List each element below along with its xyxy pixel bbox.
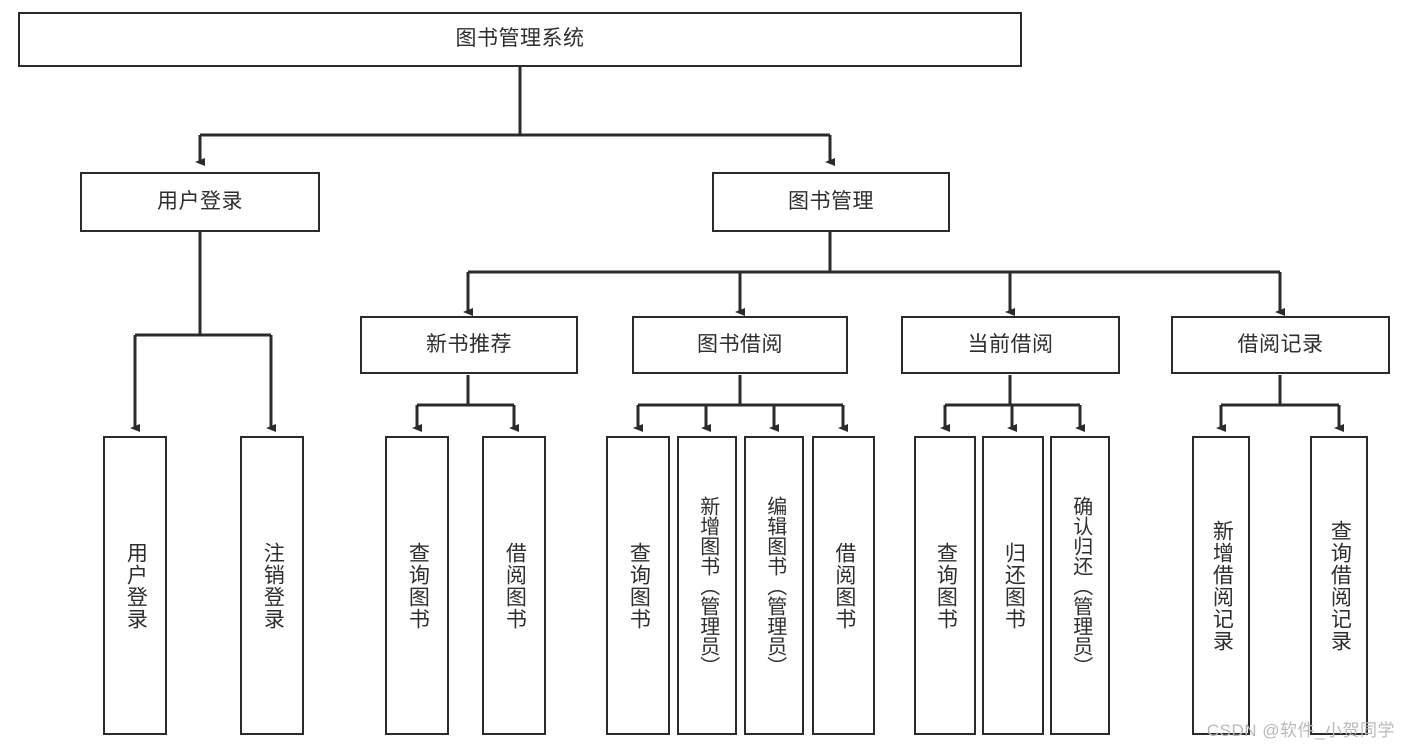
node-book-management[interactable]: 图书管理 bbox=[712, 172, 950, 232]
node-current-borrow[interactable]: 当前借阅 bbox=[901, 316, 1120, 374]
watermark-text: CSDN @软件_小贺同学 bbox=[1206, 721, 1395, 740]
leaf-user-login-signin[interactable]: 用户登录 bbox=[103, 436, 167, 735]
leaf-borrow-borrow-book[interactable]: 借阅图书 bbox=[812, 436, 875, 735]
node-borrow-records[interactable]: 借阅记录 bbox=[1171, 316, 1390, 374]
leaf-borrow-query-book[interactable]: 查询图书 bbox=[606, 436, 670, 735]
leaf-current-return-book[interactable]: 归还图书 bbox=[982, 436, 1044, 735]
node-new-book-recommend[interactable]: 新书推荐 bbox=[360, 316, 578, 374]
leaf-current-query-book[interactable]: 查询图书 bbox=[914, 436, 976, 735]
leaf-new-book-borrow[interactable]: 借阅图书 bbox=[482, 436, 546, 735]
node-root-system[interactable]: 图书管理系统 bbox=[18, 12, 1022, 67]
node-user-login[interactable]: 用户登录 bbox=[80, 172, 320, 232]
leaf-borrow-edit-book-admin[interactable]: 编辑图书（管理员） bbox=[744, 436, 804, 735]
leaf-records-query-record[interactable]: 查询借阅记录 bbox=[1310, 436, 1368, 735]
leaf-user-login-logout[interactable]: 注销登录 bbox=[240, 436, 304, 735]
leaf-borrow-add-book-admin[interactable]: 新增图书（管理员） bbox=[677, 436, 737, 735]
leaf-current-confirm-return-admin[interactable]: 确认归还（管理员） bbox=[1050, 436, 1110, 735]
leaf-records-add-record[interactable]: 新增借阅记录 bbox=[1192, 436, 1250, 735]
leaf-new-book-query[interactable]: 查询图书 bbox=[385, 436, 449, 735]
node-book-borrow[interactable]: 图书借阅 bbox=[632, 316, 848, 374]
